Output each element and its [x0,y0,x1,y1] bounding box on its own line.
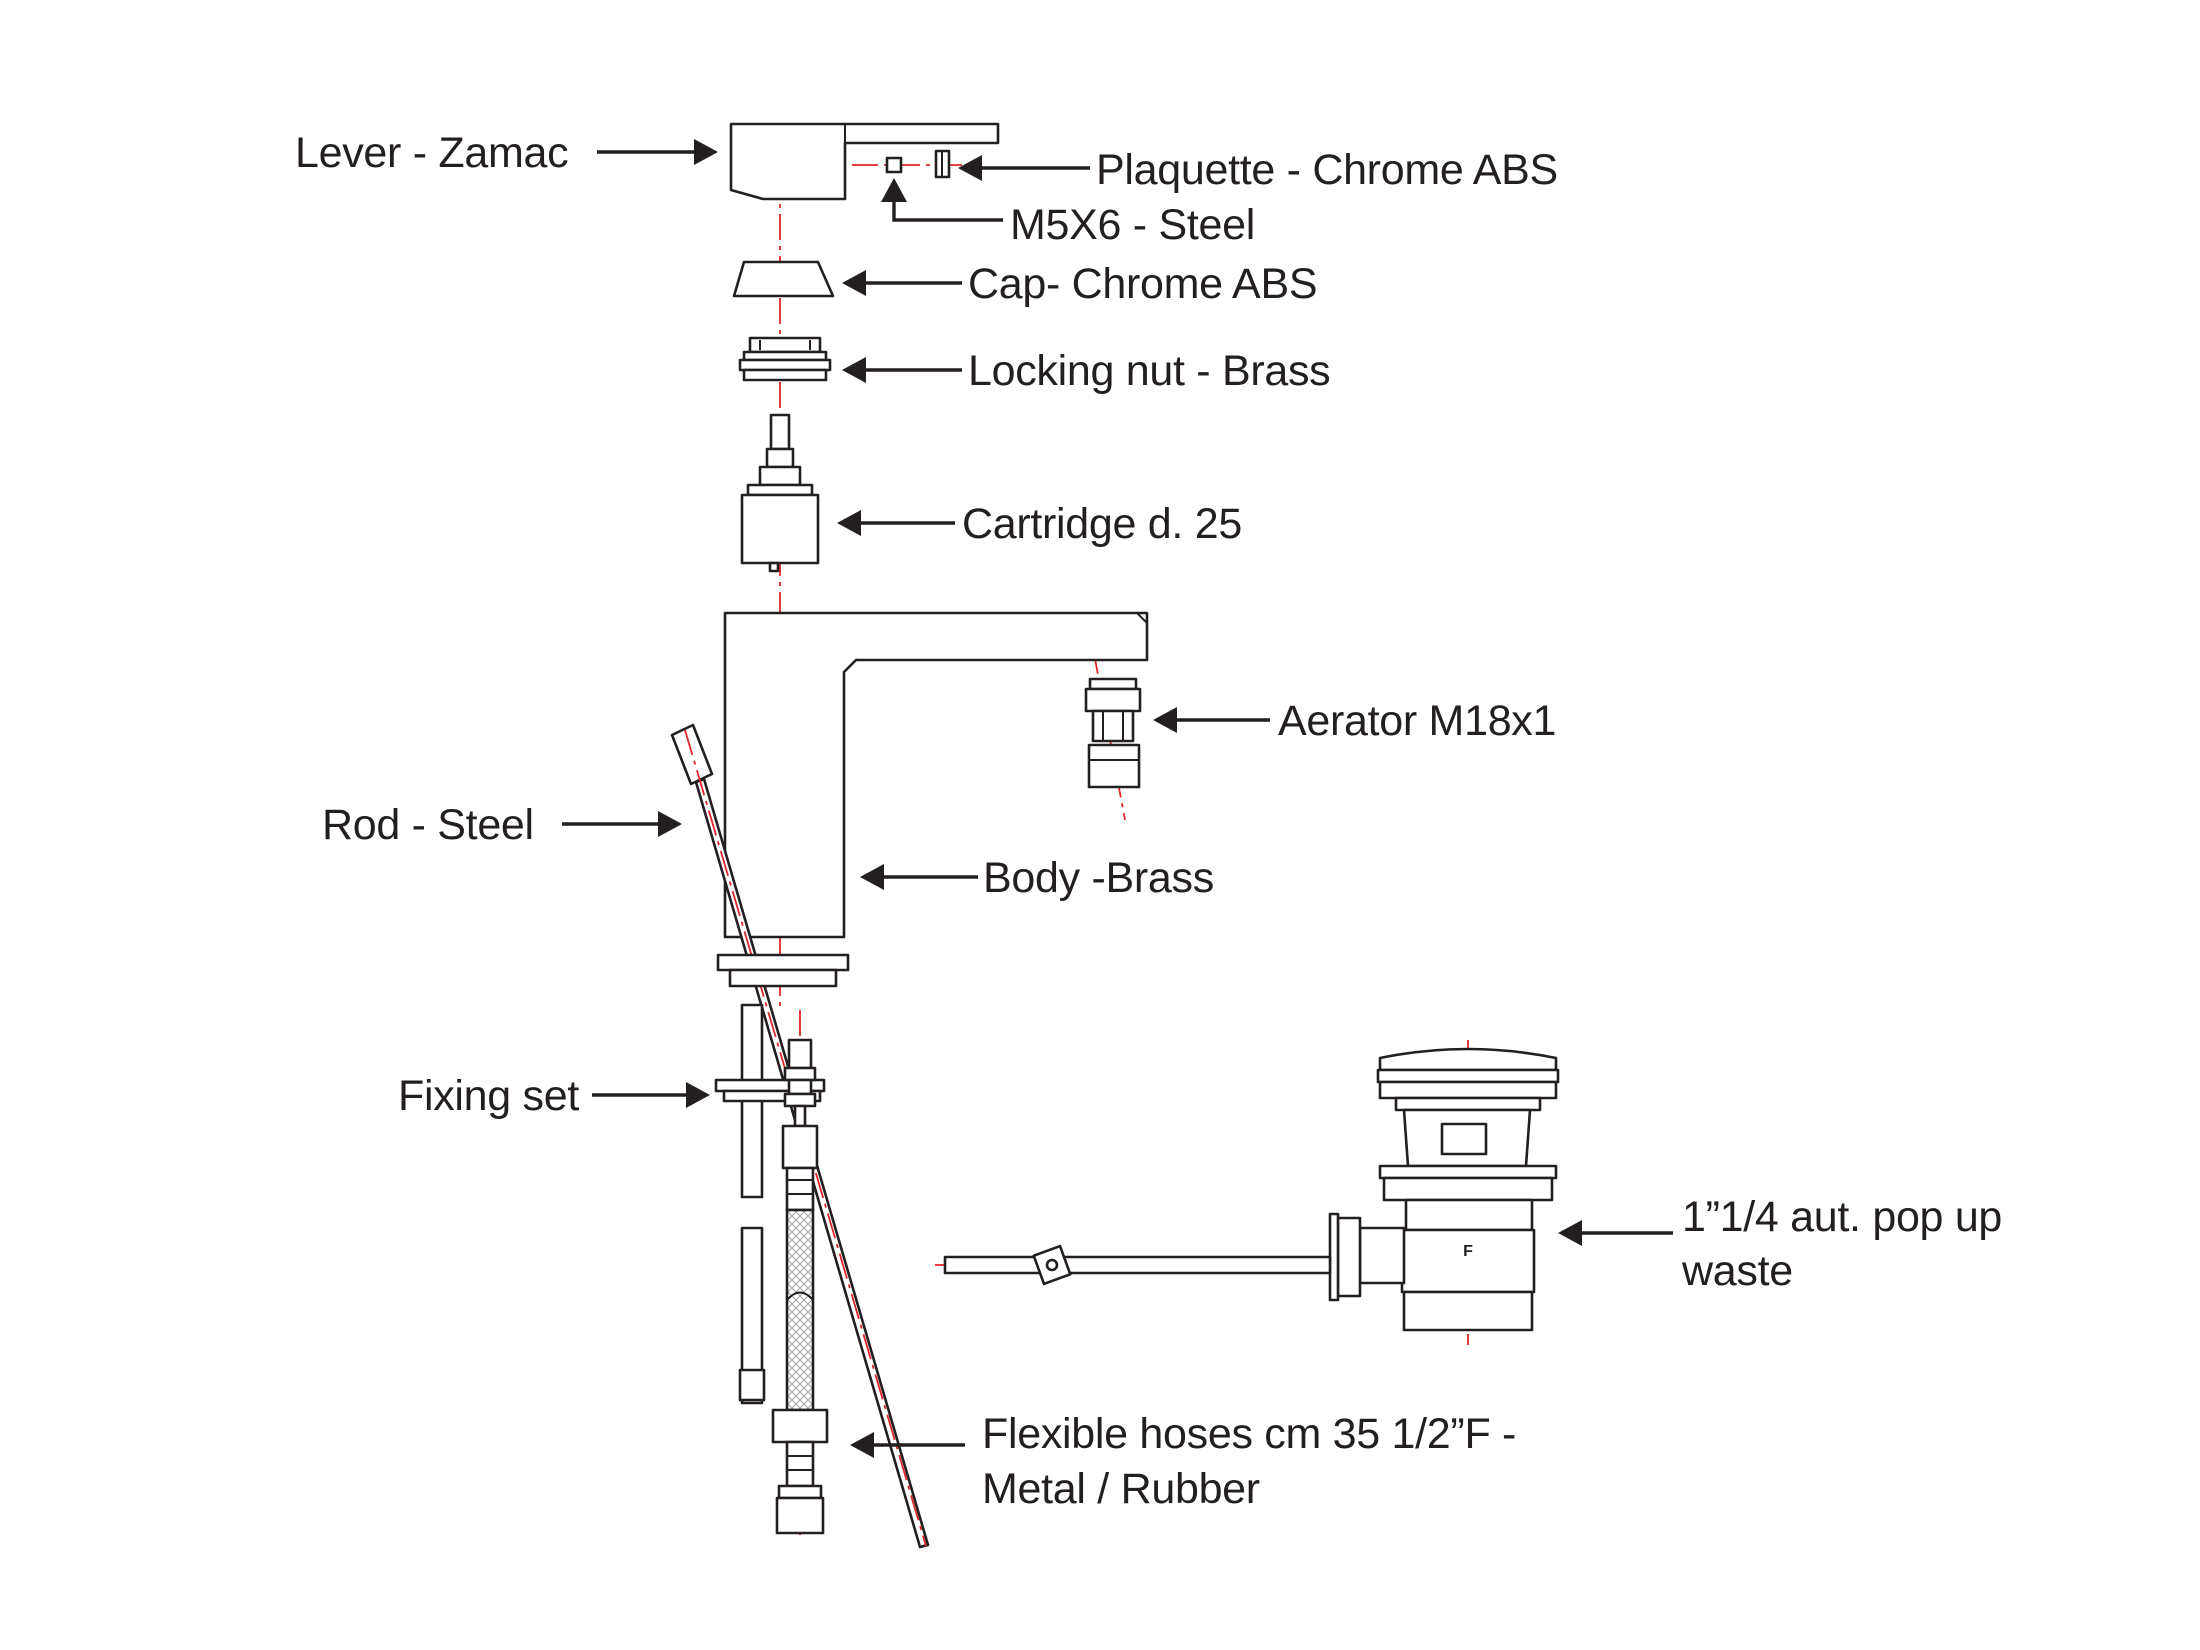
label-rod: Rod - Steel [322,801,534,849]
label-aerator: Aerator M18x1 [1278,697,1557,745]
locking-nut-arrow [842,357,962,383]
hoses-arrow [850,1432,965,1458]
lever-part [729,122,1000,201]
label-pop-up-waste-line2: waste [1682,1247,1793,1295]
rod-arrow [562,811,682,837]
lever-arrow [597,139,718,165]
flexible-hose-part [771,1038,829,1535]
label-lever: Lever - Zamac [295,129,569,177]
body-arrow [860,864,978,890]
pop-up-waste-part [943,1047,1560,1332]
plaquette-part [934,149,951,179]
aerator-arrow [1153,707,1270,733]
label-fixing-set: Fixing set [398,1072,580,1120]
label-hoses-line1: Flexible hoses cm 35 1/2”F - [982,1410,1517,1458]
label-screw: M5X6 - Steel [1010,201,1255,249]
cap-part [732,260,835,298]
label-cap: Cap- Chrome ABS [968,260,1318,308]
cap-arrow [842,270,962,296]
aerator-part [1084,677,1142,789]
label-body: Body -Brass [983,854,1214,902]
cartridge-part [740,413,820,573]
label-locking-nut: Locking nut - Brass [968,347,1331,395]
label-cartridge: Cartridge d. 25 [962,500,1242,548]
fixing-set-arrow [592,1082,710,1108]
fixing-set-part [714,1003,826,1405]
base-washer [716,953,850,988]
label-pop-up-waste-line1: 1”1/4 aut. pop up [1682,1193,2003,1241]
plaquette-arrow [958,155,1090,181]
label-plaquette: Plaquette - Chrome ABS [1096,146,1558,194]
cartridge-arrow [837,510,955,536]
screw-arrow [881,178,1003,222]
centerlines [779,130,1469,1535]
waste-marking: F [1463,1243,1473,1260]
screw-part [885,156,903,174]
locking-nut-part [738,336,832,382]
label-hoses-line2: Metal / Rubber [982,1465,1260,1513]
pop-up-waste-arrow [1558,1220,1673,1246]
leader-arrows [562,139,1673,1458]
